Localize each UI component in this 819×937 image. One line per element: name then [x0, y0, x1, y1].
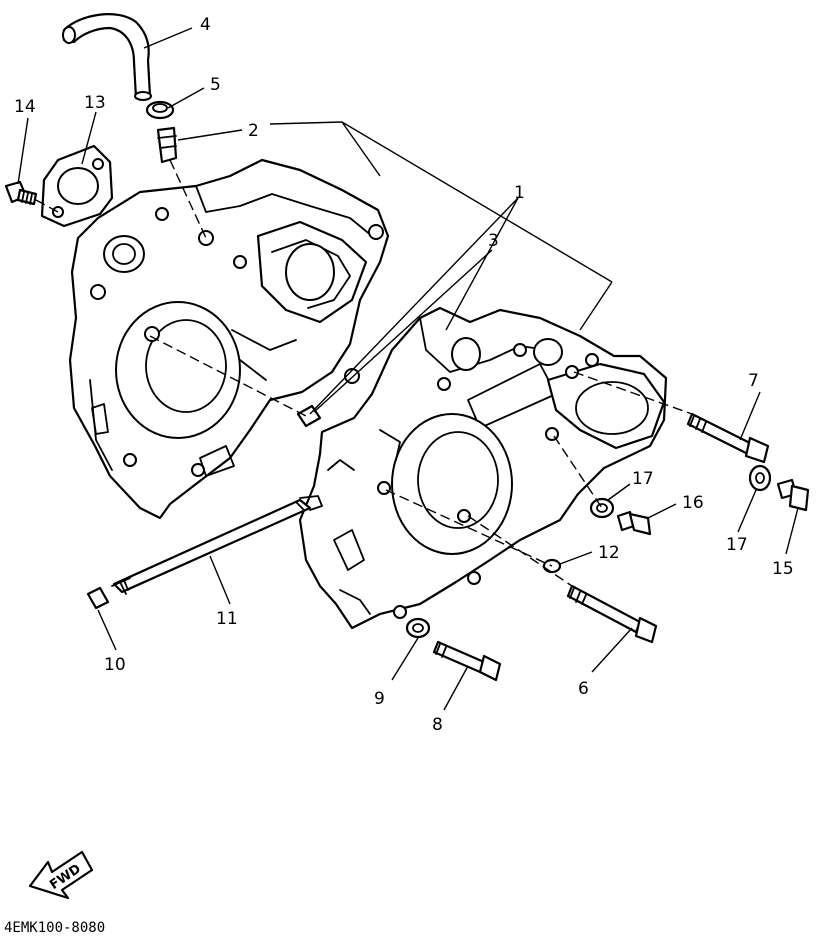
- callout-15: 15: [772, 559, 794, 579]
- washer-9: [405, 617, 431, 639]
- breather-hose: [62, 13, 152, 101]
- washer-17-inner: [589, 497, 615, 519]
- callout-12: 12: [598, 543, 620, 563]
- callout-14: 14: [14, 97, 36, 117]
- hose-clamp: [145, 100, 175, 120]
- bolt-15: [776, 478, 810, 512]
- stud-11: [111, 495, 323, 595]
- part-code: 4EMK100-8080: [4, 920, 105, 936]
- bolt-6: [566, 584, 658, 644]
- callout-3: 3: [488, 231, 499, 251]
- callout-4: 4: [200, 15, 211, 35]
- drain-plug-16: [616, 510, 652, 536]
- breather-fitting: [156, 126, 178, 164]
- right-crankcase: [298, 306, 668, 630]
- gasket: [40, 144, 114, 228]
- callout-7: 7: [748, 371, 759, 391]
- bolt-7: [686, 412, 770, 464]
- callout-10: 10: [104, 655, 126, 675]
- callout-6: 6: [578, 679, 589, 699]
- washer-17-outer: [748, 464, 772, 492]
- callout-9: 9: [374, 689, 385, 709]
- left-crankcase: [68, 158, 390, 520]
- dowel-pin-10: [86, 586, 110, 610]
- callout-1: 1: [514, 183, 525, 203]
- alignment-lines: [35, 159, 693, 587]
- forward-direction-arrow: FWD: [28, 850, 94, 900]
- callout-16: 16: [682, 493, 704, 513]
- bolt-14: [4, 180, 38, 206]
- callout-13: 13: [84, 93, 106, 113]
- callout-labels: 1 2 3 4 5 6 7 8 9 10 11 12 13 14 15 16 1…: [14, 15, 794, 735]
- callout-5: 5: [210, 75, 221, 95]
- leader-lines: [17, 27, 799, 711]
- callout-17a: 17: [632, 469, 654, 489]
- callout-17b: 17: [726, 535, 748, 555]
- callout-2: 2: [248, 121, 259, 141]
- callout-8: 8: [432, 715, 443, 735]
- callout-11: 11: [216, 609, 238, 629]
- bolt-8: [432, 640, 502, 682]
